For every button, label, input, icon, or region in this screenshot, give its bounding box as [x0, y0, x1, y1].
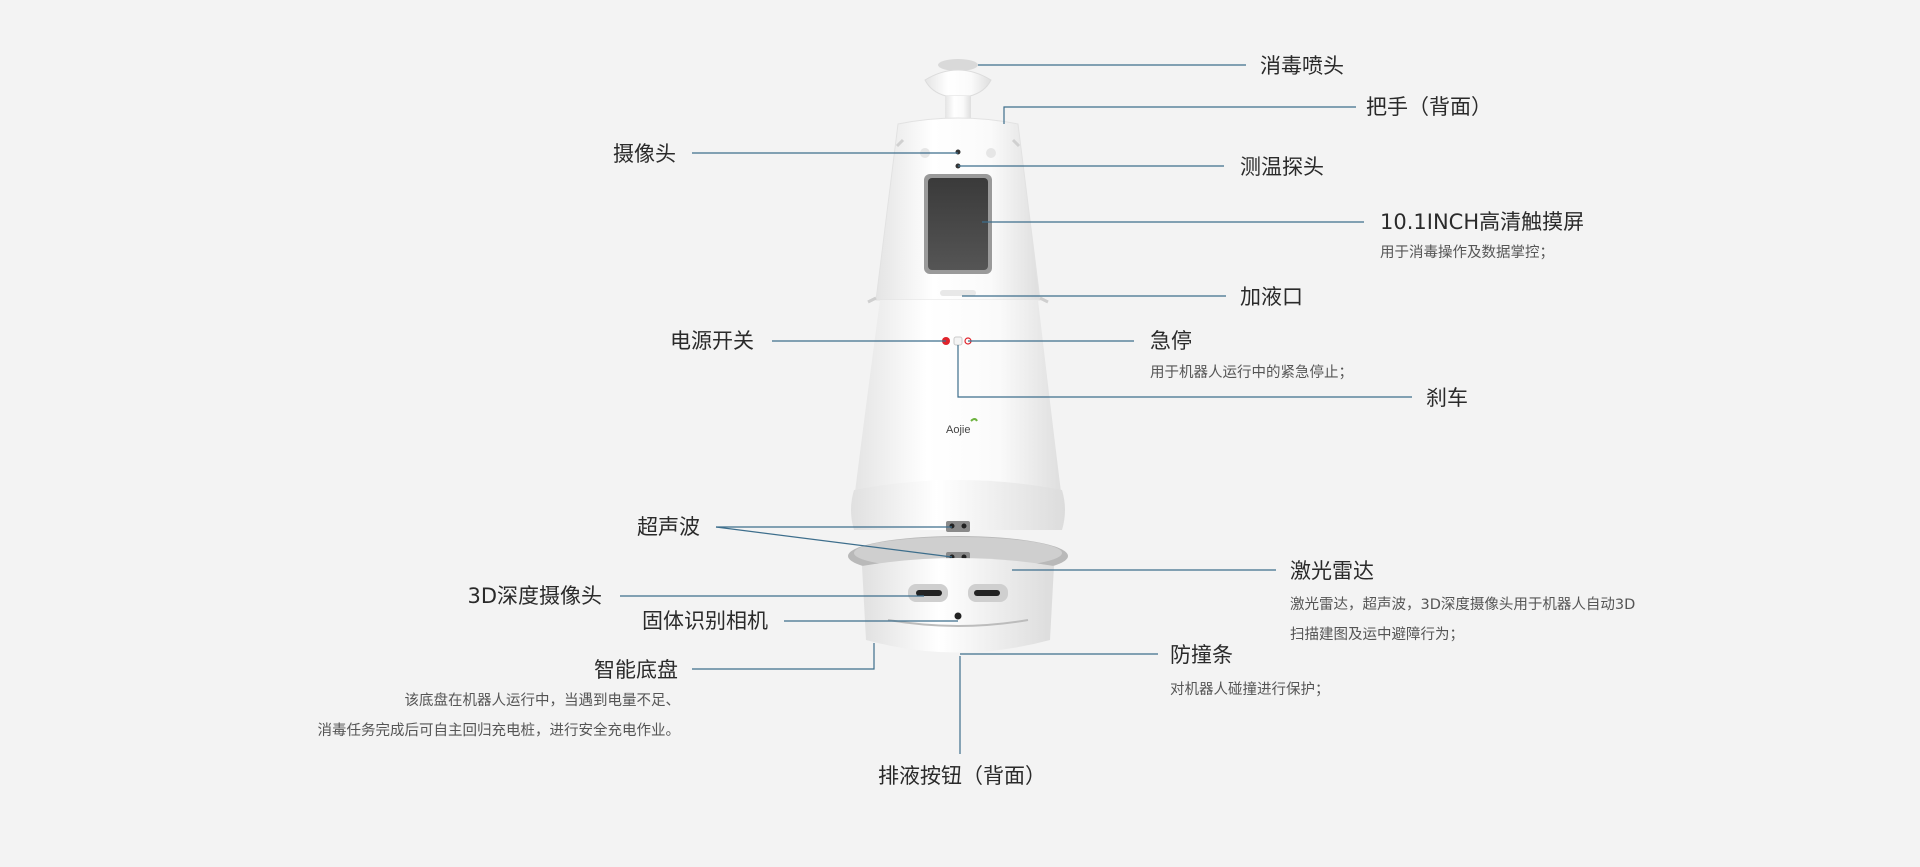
desc-chassis-line-2: 消毒任务完成后可自主回归充电桩，进行安全充电作业。 [317, 723, 681, 739]
label-brake: 刹车 [1426, 386, 1468, 410]
label-power-switch: 电源开关 [670, 329, 754, 353]
desc-bumper-line: 对机器人碰撞进行保护； [1170, 682, 1330, 698]
label-liquid-inlet: 加液口 [1240, 285, 1303, 309]
desc-touch-screen: 用于消毒操作及数据掌控； [1380, 238, 1554, 268]
label-drain-button: 排液按钮（背面） [878, 764, 1046, 788]
desc-bumper: 对机器人碰撞进行保护； [1170, 675, 1330, 705]
desc-lidar-line-1: 激光雷达，超声波，3D深度摄像头用于机器人自动3D [1290, 597, 1636, 613]
label-handle-back: 把手（背面） [1366, 95, 1492, 119]
desc-lidar-line-2: 扫描建图及运中避障行为； [1290, 627, 1464, 643]
desc-lidar: 激光雷达，超声波，3D深度摄像头用于机器人自动3D 扫描建图及运中避障行为； [1290, 590, 1635, 650]
desc-emergency-stop: 用于机器人运行中的紧急停止； [1150, 358, 1353, 388]
label-ultrasonic: 超声波 [637, 515, 700, 539]
label-bumper: 防撞条 [1170, 643, 1233, 667]
leader-handle [1003, 106, 1356, 124]
logo: Aojie [946, 418, 978, 436]
label-temp-probe: 测温探头 [1240, 155, 1324, 179]
desc-chassis-line-1: 该底盘在机器人运行中，当遇到电量不足、 [404, 693, 681, 709]
label-emergency-stop: 急停 [1150, 329, 1192, 353]
label-touch-screen: 10.1INCH高清触摸屏 [1380, 210, 1585, 234]
desc-chassis: 该底盘在机器人运行中，当遇到电量不足、 消毒任务完成后可自主回归充电桩，进行安全… [240, 686, 681, 746]
label-lidar: 激光雷达 [1290, 559, 1374, 583]
label-camera: 摄像头 [613, 142, 676, 166]
label-spray-head: 消毒喷头 [1260, 54, 1344, 78]
label-fixed-camera: 固体识别相机 [642, 609, 768, 633]
robot-lower-body [851, 480, 1065, 532]
desc-emergency-stop-line: 用于机器人运行中的紧急停止； [1150, 365, 1353, 381]
robot-chassis [862, 558, 1054, 653]
leader-ultrasonic-2 [715, 526, 953, 558]
desc-touch-screen-line: 用于消毒操作及数据掌控； [1380, 245, 1554, 261]
touch-screen [924, 174, 992, 296]
label-depth-camera: 3D深度摄像头 [467, 584, 602, 608]
svg-text:Aojie: Aojie [946, 424, 970, 436]
leader-chassis [692, 643, 875, 670]
robot-body: Aojie [854, 296, 1062, 500]
label-chassis: 智能底盘 [594, 658, 678, 682]
leader-brake [957, 345, 1412, 398]
